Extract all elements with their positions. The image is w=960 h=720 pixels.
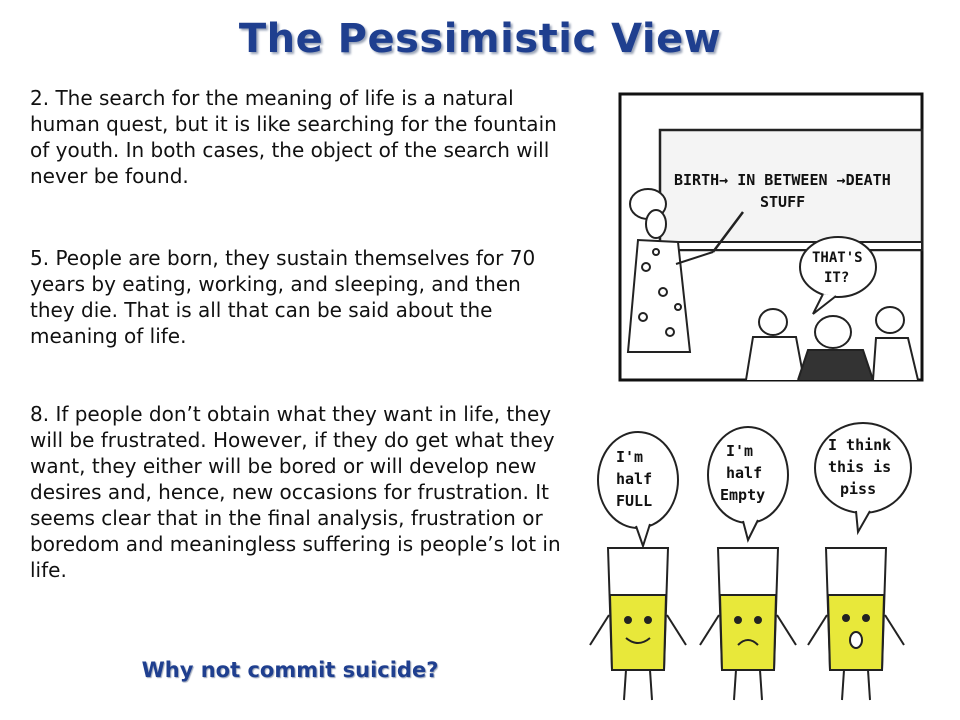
paragraph-5: 5. People are born, they sustain themsel… [30, 246, 536, 348]
glass3-text-line2: this is [828, 458, 891, 476]
blackboard [658, 128, 924, 252]
glass-half-empty [699, 547, 797, 701]
paragraph-8: 8. If people don’t obtain what they want… [30, 402, 561, 582]
closing-question: Why not commit suicide? [141, 658, 439, 682]
chalk-ledge [653, 241, 923, 251]
bubble-text-line2: IT? [824, 270, 849, 286]
glass3-text-line3: piss [840, 480, 876, 498]
teacher-figure [626, 188, 744, 353]
speech-bubble [799, 236, 877, 298]
bubble-text-line1: THAT'S [812, 250, 863, 266]
glass-piss [807, 547, 905, 701]
board-text-line1: BIRTH→ IN BETWEEN →DEATH [674, 171, 891, 189]
classroom-cartoon: BIRTH→ IN BETWEEN →DEATH STUFF THAT'S IT… [618, 92, 924, 382]
glass3-text-line1: I think [828, 436, 891, 454]
glass2-text-line2: half [726, 464, 762, 482]
glasses-cartoon: I'm half FULL I'm half Empty I think thi… [578, 420, 930, 710]
paragraph-2: 2. The search for the meaning of life is… [30, 86, 557, 188]
glass-half-full [589, 547, 687, 701]
glass1-text-line2: half [616, 470, 652, 488]
slide-title: The Pessimistic View [238, 16, 722, 62]
glass2-text-line1: I'm [726, 442, 753, 460]
board-text-line2: STUFF [760, 193, 805, 211]
glass1-text-line3: FULL [616, 492, 652, 510]
body-text: 2. The search for the meaning of life is… [30, 85, 565, 583]
glass2-text-line3: Empty [720, 486, 765, 504]
glass1-text-line1: I'm [616, 448, 643, 466]
students [745, 306, 919, 381]
